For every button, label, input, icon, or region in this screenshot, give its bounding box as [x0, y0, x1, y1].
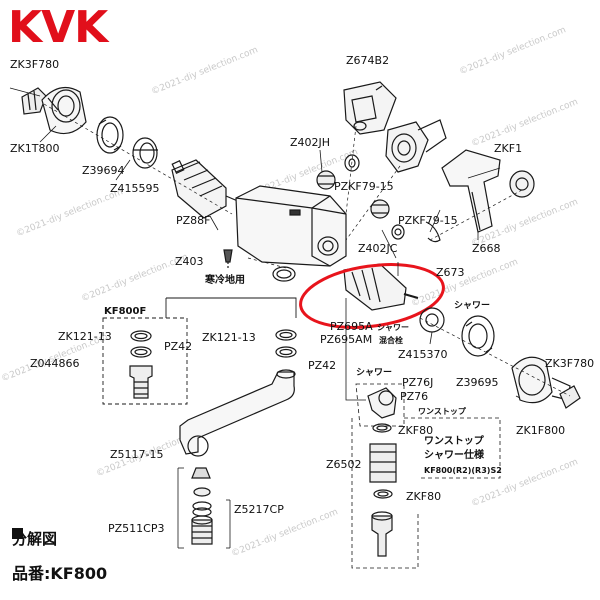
group-label: KF800F [104, 306, 147, 317]
part-label: Z044866 [30, 357, 80, 370]
part-label: ZK121-13 [202, 331, 256, 344]
diverter-part [343, 263, 419, 311]
o-ring-part [373, 489, 393, 499]
part-note: シャワー [454, 301, 491, 311]
handle-body-part [41, 86, 87, 135]
hose-fitting-part [371, 511, 393, 557]
group-label: KF800(R2)(R3)S2 [424, 466, 502, 475]
o-ring-part [372, 423, 392, 433]
part-label: PZ695AM [320, 333, 373, 346]
lever-arm-part [441, 149, 501, 233]
part-label: ZK121-13 [58, 330, 112, 343]
part-label: Z415595 [110, 182, 160, 195]
part-note: ワンストップ [418, 407, 466, 416]
part-label: ZK1T800 [10, 142, 60, 155]
part-label: ZK1F800 [516, 424, 566, 437]
o-ring-part [130, 330, 152, 358]
part-label: PZ76 [400, 390, 429, 403]
part-label: Z5117-15 [110, 448, 164, 461]
part-label: Z402JC [358, 242, 398, 255]
nut-part [132, 137, 158, 169]
part-label: PZ88F [176, 214, 211, 227]
brand-logo: KVK [8, 2, 108, 53]
part-label: Z5217CP [234, 503, 284, 516]
part-note: 寒冷地用 [205, 275, 245, 286]
part-label: Z6502 [326, 458, 362, 471]
part-label: ZK3F780 [545, 357, 595, 370]
part-label: Z39694 [82, 164, 125, 177]
legend-title: 分解図 [12, 528, 57, 549]
fitting-part [129, 365, 153, 399]
ring-part [461, 315, 495, 357]
part-label: PZKF79-15 [334, 180, 394, 193]
one-stop-group-box [355, 383, 405, 427]
spout-pipe-part [179, 369, 296, 457]
legend-title-text: 分解図 [12, 530, 58, 548]
part-label: ZKF80 [398, 424, 434, 437]
kf800f-group-box [102, 317, 188, 405]
part-label: ZKF1 [494, 142, 523, 155]
part-label: PZKF79-15 [398, 214, 458, 227]
part-label: Z403 [175, 255, 204, 268]
part-label: Z673 [436, 266, 465, 279]
bracket-part [343, 81, 397, 135]
group-label: シャワー仕様 [424, 450, 484, 461]
lever-cap-part [559, 385, 581, 409]
nut-part [316, 170, 336, 190]
adapter-part [369, 443, 397, 483]
nut-part [370, 199, 390, 219]
part-note: 混合栓 [379, 336, 403, 345]
part-label: PZ695A [330, 320, 373, 333]
o-ring-part [275, 329, 297, 358]
nut-part [419, 307, 445, 333]
aerator-part [191, 467, 213, 545]
seal-part [425, 221, 441, 243]
part-label: PZ42 [164, 340, 193, 353]
part-label: Z668 [472, 242, 501, 255]
part-label: ZK3F780 [10, 58, 60, 71]
part-label: Z674B2 [346, 54, 390, 67]
square-icon [12, 528, 23, 539]
group-label: ワンストップ [424, 436, 484, 447]
part-label: ZKF80 [406, 490, 442, 503]
part-note: シャワー [356, 368, 393, 378]
highlight-ring [299, 263, 445, 329]
washer-part [391, 224, 405, 240]
part-label: Z415370 [398, 348, 448, 361]
o-ring-part [272, 266, 296, 282]
screw-part [223, 249, 233, 270]
part-label: PZ42 [308, 359, 337, 372]
elbow-part [367, 387, 397, 419]
part-label: Z402JH [290, 136, 331, 149]
part-label: PZ76J [402, 376, 434, 389]
model-number: 品番:KF800 [12, 564, 108, 583]
ring-part [96, 116, 124, 154]
faucet-body-part [235, 185, 347, 267]
washer-part [344, 154, 360, 172]
cap-disc-part [509, 170, 535, 198]
part-label: Z39695 [456, 376, 499, 389]
spout-adapter-part [385, 119, 447, 173]
part-note: シャワー [377, 323, 409, 332]
cartridge-part [171, 159, 241, 219]
part-label: PZ511CP3 [108, 522, 165, 535]
